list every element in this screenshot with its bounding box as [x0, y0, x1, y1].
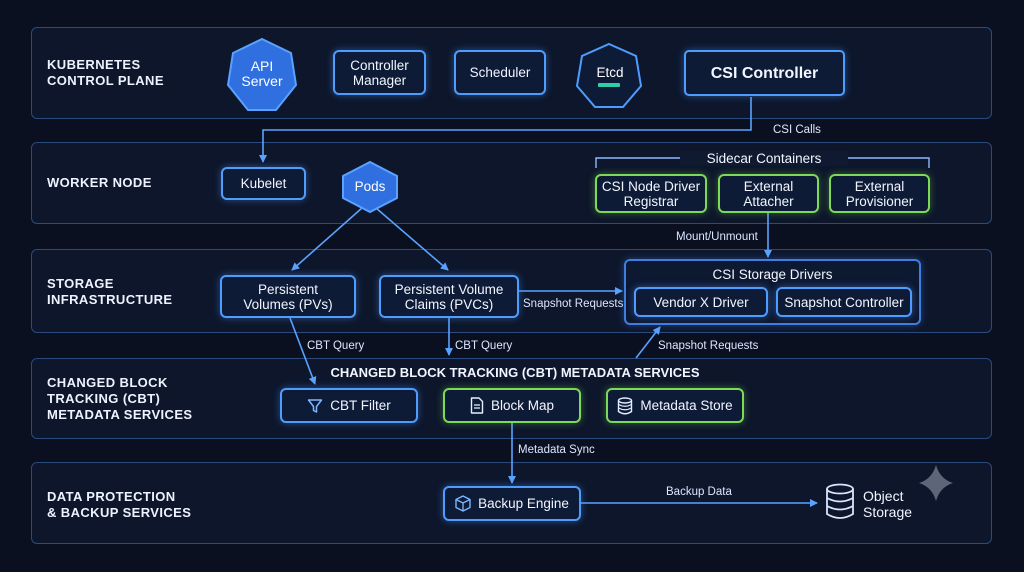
edge-label-snapshot-requests-2: Snapshot Requests	[658, 340, 759, 352]
document-icon	[470, 397, 484, 414]
band-label-backup: DATA PROTECTION & BACKUP SERVICES	[47, 489, 192, 520]
band-label-storage: STORAGE INFRASTRUCTURE	[47, 276, 173, 307]
external-attacher-node[interactable]: External Attacher	[718, 174, 819, 213]
metadata-store-node[interactable]: Metadata Store	[606, 388, 744, 423]
cbt-filter-label: CBT Filter	[330, 398, 391, 413]
etcd-hexagon	[575, 42, 643, 108]
csi-node-driver-registrar-node[interactable]: CSI Node Driver Registrar	[595, 174, 707, 213]
etcd-label: Etcd	[596, 64, 624, 80]
metadata-store-label: Metadata Store	[640, 398, 733, 413]
funnel-icon	[307, 398, 323, 413]
edge-pods-pvcs	[375, 207, 449, 271]
external-provisioner-node[interactable]: External Provisioner	[829, 174, 930, 213]
edge-cbt-query-1	[289, 317, 317, 385]
edge-label-snapshot-requests-1: Snapshot Requests	[523, 298, 624, 310]
cube-icon	[455, 495, 471, 512]
sparkle-icon	[919, 465, 953, 501]
csi-controller-node[interactable]: CSI Controller	[684, 50, 845, 96]
cylinder-storage-icon	[826, 483, 854, 519]
database-icon	[618, 396, 633, 414]
edge-label-csi-calls: CSI Calls	[773, 124, 821, 136]
edge-pods-pvs	[291, 207, 363, 271]
band-label-worker-node: WORKER NODE	[47, 175, 152, 190]
edge-label-mount-unmount: Mount/Unmount	[676, 231, 758, 243]
persistent-volumes-node[interactable]: Persistent Volumes (PVs)	[220, 275, 356, 318]
csi-storage-drivers-title: CSI Storage Drivers	[712, 267, 833, 282]
vendor-x-driver-node[interactable]: Vendor X Driver	[634, 287, 768, 317]
snapshot-controller-node[interactable]: Snapshot Controller	[776, 287, 912, 317]
block-map-node[interactable]: Block Map	[443, 388, 581, 423]
api-server-hexagon	[226, 37, 298, 111]
object-storage-label: Object Storage	[863, 488, 913, 520]
backup-engine-label: Backup Engine	[478, 496, 569, 511]
edge-csi-calls	[259, 97, 752, 163]
cbt-section-title: CHANGED BLOCK TRACKING (CBT) METADATA SE…	[330, 365, 700, 380]
edge-label-metadata-sync: Metadata Sync	[518, 444, 595, 456]
band-label-control-plane: KUBERNETES CONTROL PLANE	[47, 57, 164, 88]
band-label-cbt: CHANGED BLOCK TRACKING (CBT) METADATA SE…	[47, 375, 193, 422]
sidecar-containers-title: Sidecar Containers	[680, 151, 848, 166]
etcd-bar-icon	[598, 83, 620, 87]
kubelet-node[interactable]: Kubelet	[221, 167, 306, 200]
scheduler-node[interactable]: Scheduler	[454, 50, 546, 95]
cbt-filter-node[interactable]: CBT Filter	[280, 388, 418, 423]
pods-hexagon	[342, 160, 398, 214]
api-server-label: API Server	[241, 58, 283, 89]
pods-label: Pods	[354, 178, 386, 194]
edge-snapshot-requests-2	[635, 326, 661, 359]
edge-label-cbt-query-1: CBT Query	[307, 340, 365, 352]
backup-engine-node[interactable]: Backup Engine	[443, 486, 581, 521]
persistent-volume-claims-node[interactable]: Persistent Volume Claims (PVCs)	[379, 275, 519, 318]
edge-label-backup-data: Backup Data	[666, 486, 732, 498]
controller-manager-node[interactable]: Controller Manager	[333, 50, 426, 95]
block-map-label: Block Map	[490, 398, 555, 413]
edge-label-cbt-query-2: CBT Query	[455, 340, 513, 352]
